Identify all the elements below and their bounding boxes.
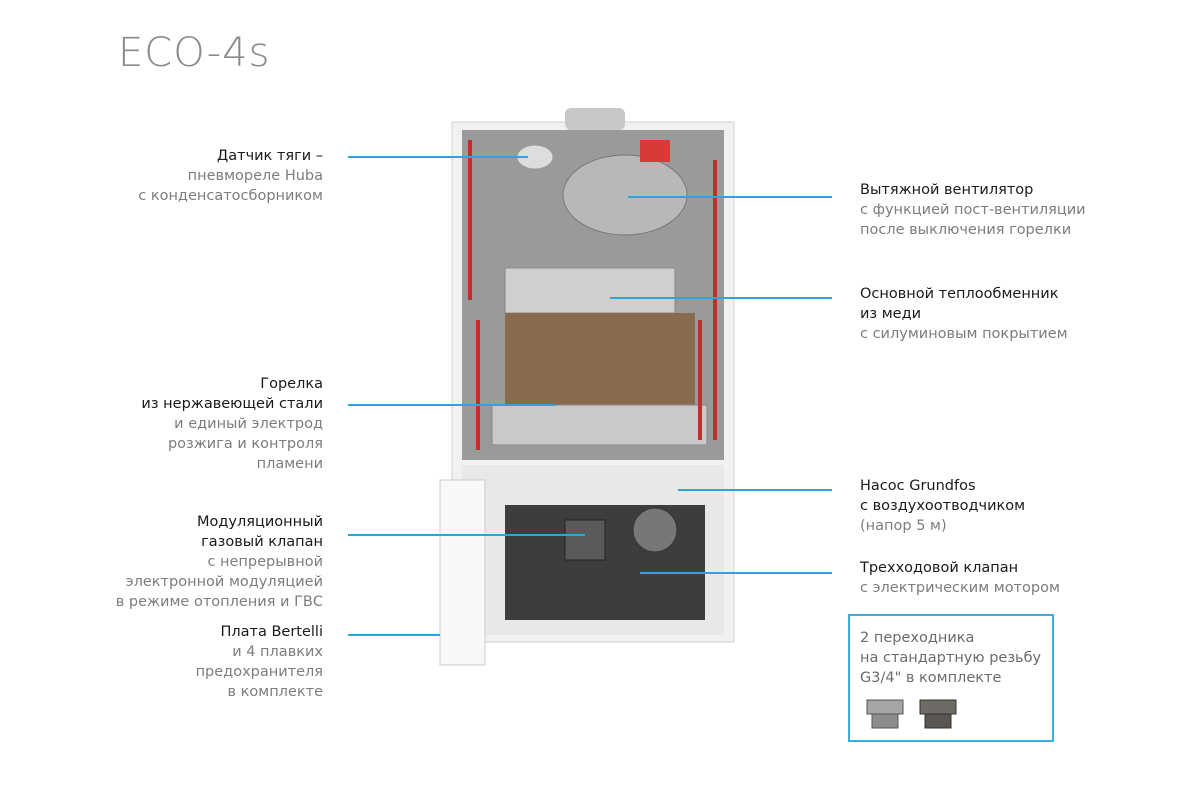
- gas-valve-icon: [564, 519, 606, 561]
- label-burner: Горелка из нержавеющей стали и единый эл…: [141, 376, 323, 472]
- heat-exchanger-fins: [504, 267, 676, 314]
- label-heat-exchanger: Основной теплообменник из меди с силумин…: [860, 286, 1068, 342]
- combustion-chamber: [505, 313, 695, 408]
- label-draft-sensor: Датчик тяги – пневмореле Huba с конденса…: [138, 148, 323, 204]
- fan-connector: [640, 140, 670, 162]
- label-gas-valve: Модуляционный газовый клапан с непрерывн…: [115, 514, 323, 610]
- label-three-way-valve: Трехходовой клапан с электрическим мотор…: [860, 560, 1060, 596]
- product-title: ECO-4s: [118, 30, 271, 76]
- leader-lines: [348, 156, 832, 636]
- label-pump: Насос Grundfos с воздухоотводчиком (напо…: [860, 478, 1026, 534]
- control-board-icon: [439, 479, 486, 666]
- adapters-line: G3/4" в комплекте: [860, 670, 1002, 686]
- adapters-line: 2 переходника: [860, 630, 975, 646]
- adapters-box: 2 переходника на стандартную резьбу G3/4…: [848, 614, 1054, 742]
- label-board: Плата Bertelli и 4 плавких предохранител…: [195, 624, 323, 700]
- label-fan: Вытяжной вентилятор с функцией пост-вент…: [860, 182, 1086, 238]
- fan-icon: [562, 154, 688, 236]
- flue-outlet: [565, 108, 625, 130]
- adapters-icon: [866, 699, 957, 729]
- pump-icon: [632, 507, 678, 553]
- adapters-line: на стандартную резьбу: [860, 650, 1042, 666]
- burner-icon: [491, 404, 708, 446]
